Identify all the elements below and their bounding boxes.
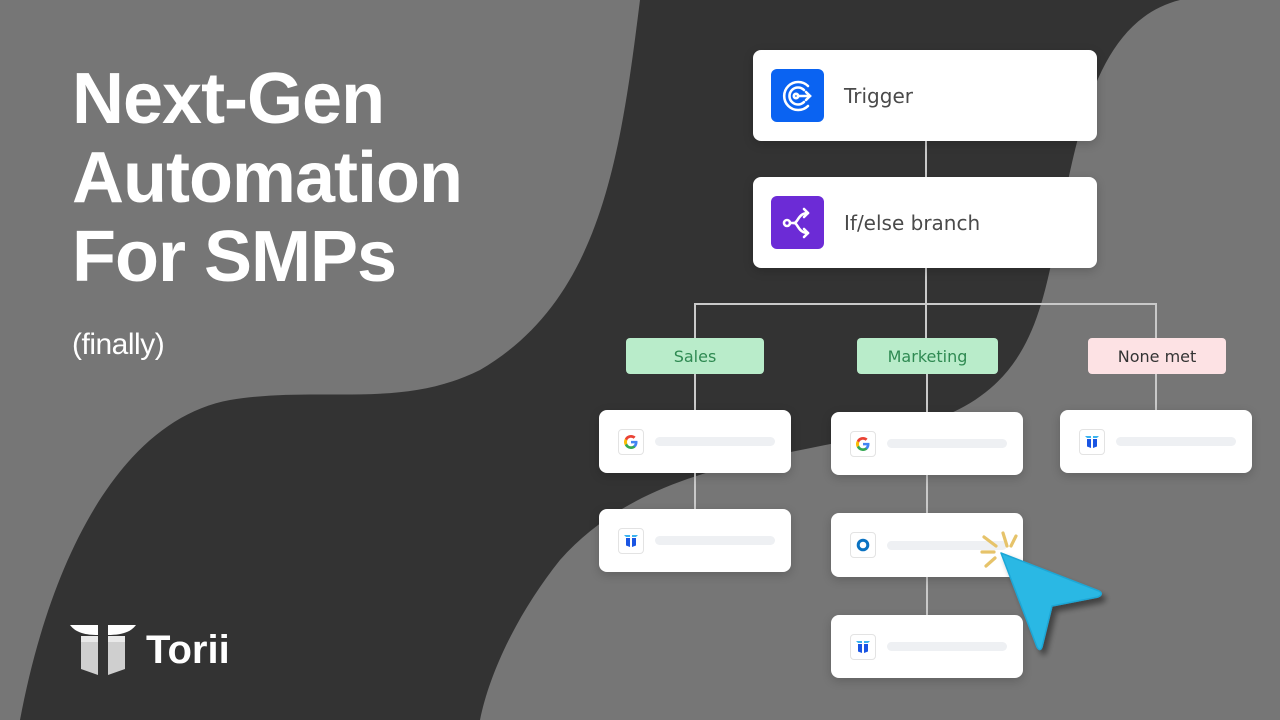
condition-label: Sales <box>673 346 717 366</box>
torii-icon <box>850 633 876 660</box>
branch-label: If/else branch <box>844 210 981 235</box>
left-blob <box>0 0 640 720</box>
step-card-torii[interactable] <box>1060 410 1252 473</box>
branch-split-icon <box>771 196 824 249</box>
google-icon <box>850 430 876 457</box>
torii-gate-icon <box>70 625 136 675</box>
connector-line <box>1155 374 1157 410</box>
connector-line <box>1155 303 1157 339</box>
placeholder-bar <box>655 437 775 446</box>
connector-line <box>926 374 928 412</box>
trigger-label: Trigger <box>844 83 913 108</box>
headline-line-2: Automation <box>72 138 463 218</box>
condition-none-met[interactable]: None met <box>1088 338 1226 374</box>
subtitle: (finally) <box>72 328 165 361</box>
connector-line <box>694 473 696 509</box>
headline: Next-Gen Automation For SMPs <box>72 59 463 297</box>
brand-name: Torii <box>146 627 230 672</box>
condition-label: Marketing <box>887 346 968 366</box>
connector-line <box>925 140 927 178</box>
placeholder-bar <box>887 540 1007 550</box>
google-icon <box>618 428 644 455</box>
connector-line <box>926 475 928 513</box>
step-card-torii[interactable] <box>831 615 1023 678</box>
torii-icon <box>1079 428 1105 455</box>
placeholder-bar <box>1116 437 1236 446</box>
trigger-target-icon <box>771 69 824 122</box>
condition-label: None met <box>1117 346 1197 366</box>
torii-icon <box>618 527 644 554</box>
placeholder-bar <box>887 439 1007 448</box>
headline-line-1: Next-Gen <box>72 59 385 139</box>
step-card-google[interactable] <box>599 410 791 473</box>
connector-line <box>926 577 928 615</box>
trigger-node[interactable]: Trigger <box>753 50 1097 141</box>
okta-icon <box>850 532 876 558</box>
connector-line <box>694 374 696 410</box>
branch-node[interactable]: If/else branch <box>753 177 1097 268</box>
step-card-google[interactable] <box>831 412 1023 475</box>
connector-line <box>694 303 696 339</box>
step-card-okta[interactable] <box>831 513 1023 577</box>
placeholder-bar <box>887 642 1007 651</box>
headline-line-3: For SMPs <box>72 217 397 297</box>
step-card-torii[interactable] <box>599 509 791 572</box>
condition-sales[interactable]: Sales <box>626 338 764 374</box>
condition-marketing[interactable]: Marketing <box>857 338 998 374</box>
placeholder-bar <box>655 536 775 545</box>
connector-line <box>694 303 1157 305</box>
brand-logo: Torii <box>70 625 230 675</box>
